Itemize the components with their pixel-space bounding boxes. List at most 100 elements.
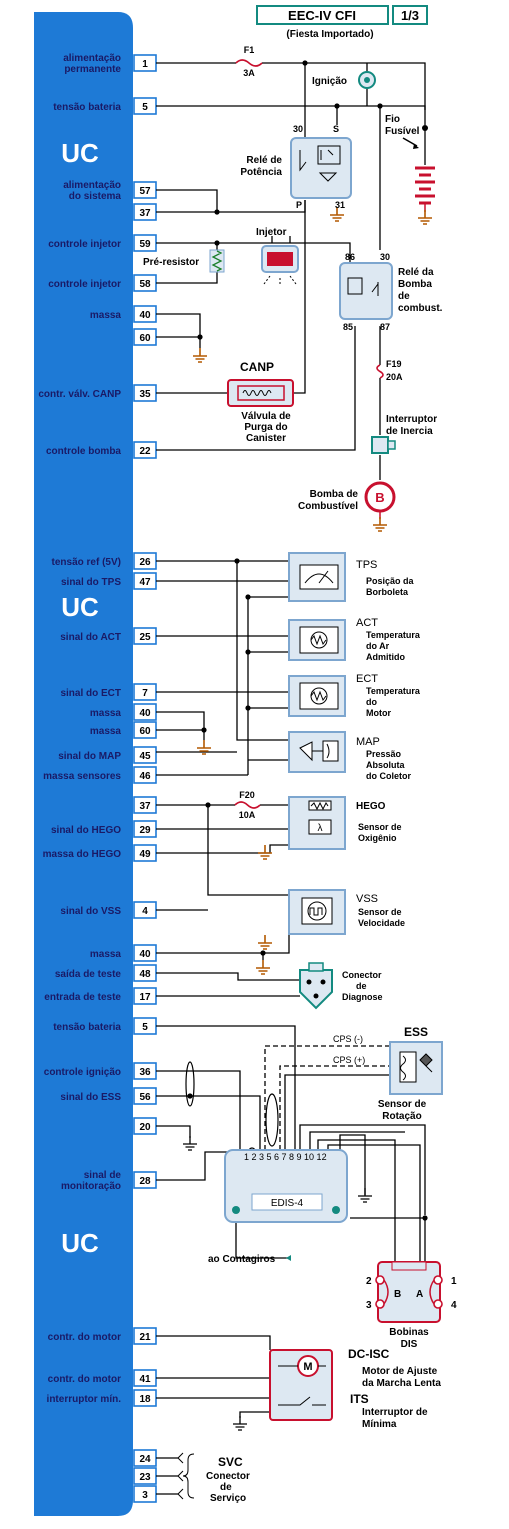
edis-pin-row: 1 2 3 5 6 7 8 9 10 12 <box>244 1152 327 1162</box>
diagram-subtitle: (Fiesta Importado) <box>286 29 373 40</box>
coils-label: Bobinas <box>389 1327 429 1338</box>
pin-number: 22 <box>139 446 151 457</box>
fuel-pump-label: Combustível <box>298 501 358 512</box>
fuse-f19-rating: 20A <box>386 372 403 382</box>
power-relay: 30 S P 31 Relé de Potência <box>240 124 352 210</box>
pin-number: 20 <box>139 1122 151 1133</box>
fuse-f20-rating: 10A <box>239 810 256 820</box>
coil-pin-4: 4 <box>451 1300 457 1311</box>
canp-label: Válvula de <box>241 411 291 422</box>
coil-pin-1: 1 <box>451 1276 457 1287</box>
fuse-f19: F19 20A <box>376 359 403 382</box>
fuse-f1-name: F1 <box>244 45 255 55</box>
edis-name: EDIS-4 <box>271 1198 304 1209</box>
cps-minus-label: CPS (-) <box>333 1034 363 1044</box>
fuel-pump-relay: 86 30 85 87 Relé da Bomba de combust. <box>339 252 443 332</box>
injector-label: Injetor <box>256 227 287 238</box>
pin-row: 24 <box>133 1449 157 1467</box>
pin-number: 1 <box>142 59 148 70</box>
diag-label: Conector <box>342 970 382 980</box>
pin-label: sinal do TPS <box>61 577 121 588</box>
pin-number: 18 <box>139 1394 151 1405</box>
vss-tag: VSS <box>356 893 378 905</box>
battery: Fio Fusível <box>385 114 435 225</box>
vss-label: Velocidade <box>358 918 405 928</box>
its-label: Interruptor de <box>362 1407 428 1418</box>
fuse-f1-rating: 3A <box>243 68 255 78</box>
pin-number: 47 <box>139 577 151 588</box>
pin-label: sinal do HEGO <box>51 825 121 836</box>
hego-label: Sensor de <box>358 822 402 832</box>
pin-number: 48 <box>139 969 151 980</box>
ect-label: do <box>366 697 377 707</box>
pin-label: controle injetor <box>48 239 121 250</box>
pin-number: 7 <box>142 688 148 699</box>
service-connector: SVC Conector de Serviço <box>156 1452 250 1504</box>
diag-label: de <box>356 981 367 991</box>
pin-row: 20 <box>133 1117 157 1135</box>
pin-label: massa sensores <box>43 771 121 782</box>
coil-letter-b: B <box>394 1289 401 1300</box>
sensor-act: ACT Temperatura do Ar Admitido <box>288 617 421 662</box>
tachometer-output: ao Contagiros <box>208 1254 291 1265</box>
pin-label: tensão ref (5V) <box>52 557 121 568</box>
pin-number: 35 <box>139 389 151 400</box>
canp-label: Canister <box>246 433 286 444</box>
its-tag: ITS <box>350 1392 369 1406</box>
dcisc-tag: DC-ISC <box>348 1347 390 1361</box>
pin-row: 3 <box>133 1485 157 1503</box>
act-label: Admitido <box>366 652 405 662</box>
pin-label: entrada de teste <box>44 992 121 1003</box>
pin-number: 37 <box>139 208 151 219</box>
pin-label: massa <box>90 949 122 960</box>
pin-number: 29 <box>139 825 151 836</box>
pin-label: permanente <box>64 64 121 75</box>
pump-relay-label: de <box>398 291 410 302</box>
pump-relay-label: Bomba <box>398 279 432 290</box>
pre-resistor: Pré-resistor <box>143 249 225 273</box>
tps-label: Posição da <box>366 576 415 586</box>
canp-valve: CANP Válvula de Purga do Canister <box>227 360 294 444</box>
pin-number: 23 <box>139 1472 151 1483</box>
tachometer-label: ao Contagiros <box>208 1254 276 1265</box>
act-label: Temperatura <box>366 630 421 640</box>
pin-label: massa do HEGO <box>43 849 122 860</box>
act-tag: ACT <box>356 617 378 629</box>
sensor-ess: ESS CPS (-) CPS (+) Sensor de Rotação <box>333 1025 443 1122</box>
pin-label: contr. válv. CANP <box>38 389 121 400</box>
pin-number: 24 <box>139 1454 151 1465</box>
its-label: Mínima <box>362 1419 397 1430</box>
power-relay-term-s: S <box>333 124 339 134</box>
dis-coils: 2 1 3 4 B A Bobinas DIS <box>366 1261 457 1350</box>
hego-label: Oxigênio <box>358 833 397 843</box>
wires-isc <box>156 1335 271 1418</box>
pin-number: 37 <box>139 801 151 812</box>
pin-label: massa <box>90 726 122 737</box>
pin-number: 5 <box>142 1022 148 1033</box>
pin-label: contr. do motor <box>48 1332 121 1343</box>
map-label: do Coletor <box>366 771 411 781</box>
pin-label: monitoração <box>61 1181 121 1192</box>
fuel-pump: B Bomba de Combustível <box>298 481 396 532</box>
pin-label: controle ignição <box>44 1067 121 1078</box>
uc-module: UC UC UC <box>34 12 133 1516</box>
canp-label: Purga do <box>244 422 287 433</box>
vss-label: Sensor de <box>358 907 402 917</box>
pin-label: sinal do ACT <box>60 632 121 643</box>
fuel-pump-symbol: B <box>375 490 384 505</box>
sensor-ect: ECT Temperatura do Motor <box>288 673 421 718</box>
pin-number: 58 <box>139 279 151 290</box>
pin-label: controle bomba <box>46 446 121 457</box>
isc-motor-symbol: M <box>303 1361 312 1373</box>
pin-row: 23 <box>133 1467 157 1485</box>
coil-letter-a: A <box>416 1289 423 1300</box>
ignition-label: Ignição <box>312 76 347 87</box>
tps-label: Borboleta <box>366 587 409 597</box>
svc-label: Serviço <box>210 1493 246 1504</box>
